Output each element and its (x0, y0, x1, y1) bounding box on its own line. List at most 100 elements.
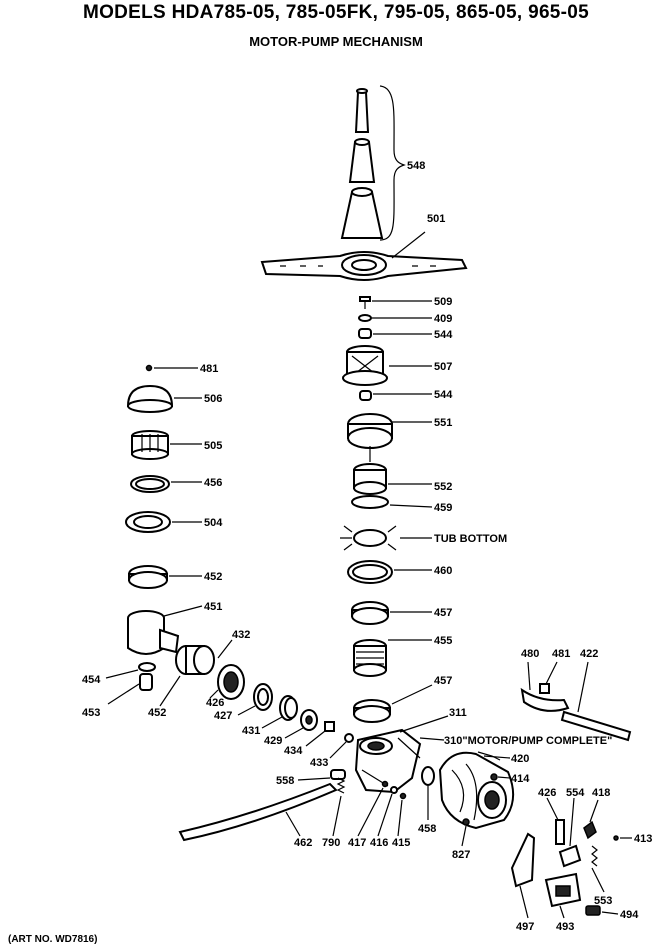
label-452-upper: 452 (204, 571, 222, 583)
label-460: 460 (434, 565, 452, 577)
part-426-link (546, 797, 565, 845)
label-427: 427 (214, 710, 232, 722)
part-505-impeller (131, 430, 202, 460)
part-462-drain-hose (178, 782, 338, 842)
label-548: 548 (407, 160, 425, 172)
label-414: 414 (511, 773, 530, 785)
part-544-bushing-lower (359, 390, 432, 401)
part-501-spray-arm (260, 231, 468, 281)
part-544-bushing-top (358, 328, 432, 339)
label-454: 454 (82, 674, 101, 686)
part-493-switch (544, 872, 582, 919)
part-432-spring (217, 639, 233, 659)
part-460-gasket (347, 560, 432, 584)
part-554-lever (558, 797, 582, 868)
label-409: 409 (434, 313, 452, 325)
label-418: 418 (592, 787, 610, 799)
label-501: 501 (427, 213, 445, 225)
label-481-left: 481 (200, 363, 218, 375)
label-422: 422 (580, 648, 598, 660)
part-motor (438, 751, 515, 830)
part-481-screw-right (539, 661, 558, 694)
part-417-screw (357, 780, 389, 837)
part-457-clamp-lower (353, 684, 433, 723)
label-827: 827 (452, 849, 470, 861)
label-544-lower: 544 (434, 389, 453, 401)
part-459-gasket (351, 495, 433, 509)
part-553-spring (591, 845, 605, 893)
label-311: 311 (449, 707, 467, 719)
part-551-nut (347, 413, 432, 449)
label-554: 554 (566, 787, 585, 799)
label-451: 451 (204, 601, 222, 613)
art-number: (ART NO. WD7816) (8, 934, 98, 945)
label-420: 420 (511, 753, 529, 765)
label-552: 552 (434, 481, 452, 493)
label-506: 506 (204, 393, 222, 405)
part-429-washer (284, 709, 318, 739)
label-459: 459 (434, 502, 452, 514)
label-544-top: 544 (434, 329, 453, 341)
page-title: MODELS HDA785-05, 785-05FK, 795-05, 865-… (82, 2, 590, 23)
label-509: 509 (434, 296, 452, 308)
label-458: 458 (418, 823, 436, 835)
part-548-spray-tower (340, 85, 406, 241)
part-494-actuator (585, 905, 619, 916)
part-426-impeller-disk (209, 664, 245, 700)
part-455-hose (353, 639, 432, 677)
part-456-ring (130, 475, 202, 493)
part-418-clip (583, 799, 599, 840)
part-458-gasket (421, 766, 435, 820)
part-414-terminal (490, 773, 511, 781)
label-434: 434 (284, 745, 303, 757)
part-420-wire (477, 751, 511, 761)
part-507-manifold (342, 345, 432, 386)
label-453: 453 (82, 707, 100, 719)
label-431: 431 (242, 725, 260, 737)
part-433-bolt (329, 733, 354, 759)
label-504: 504 (204, 517, 223, 529)
label-505: 505 (204, 440, 222, 452)
label-413: 413 (634, 833, 652, 845)
label-426-left: 426 (206, 697, 224, 709)
label-416: 416 (370, 837, 388, 849)
part-451-chamber (127, 605, 203, 655)
tub-bottom-marker (340, 525, 432, 551)
part-497-bracket (510, 832, 536, 919)
label-426-right: 426 (538, 787, 556, 799)
label-432: 432 (232, 629, 250, 641)
label-494: 494 (620, 909, 639, 921)
part-827-screw (461, 818, 470, 847)
label-558: 558 (276, 775, 294, 787)
label-481-right: 481 (552, 648, 570, 660)
label-456: 456 (204, 477, 222, 489)
part-413-pin (613, 835, 632, 841)
part-434-nut (305, 721, 335, 747)
part-558-connector (297, 769, 346, 781)
label-497: 497 (516, 921, 534, 933)
label-452-lower: 452 (148, 707, 166, 719)
part-457-clamp-upper (351, 601, 432, 625)
label-462: 462 (294, 837, 312, 849)
part-422-rod (560, 661, 632, 742)
label-433: 433 (310, 757, 328, 769)
label-415: 415 (392, 837, 410, 849)
part-506-cap (126, 384, 202, 413)
part-427-ring (237, 683, 273, 716)
label-553: 553 (594, 895, 612, 907)
part-416-washer (377, 786, 398, 837)
part-415-clip (397, 792, 407, 837)
label-507: 507 (434, 361, 452, 373)
label-790: 790 (322, 837, 340, 849)
label-455: 455 (434, 635, 452, 647)
part-453-fitting (107, 673, 153, 705)
part-454-ring (105, 662, 156, 679)
part-552-hub (353, 446, 432, 495)
label-457-upper: 457 (434, 607, 452, 619)
label-551: 551 (434, 417, 452, 429)
page-subtitle: MOTOR-PUMP MECHANISM (249, 34, 423, 49)
label-480: 480 (521, 648, 539, 660)
part-509-screw (359, 296, 432, 309)
motor-pump-complete-callout (419, 737, 445, 741)
